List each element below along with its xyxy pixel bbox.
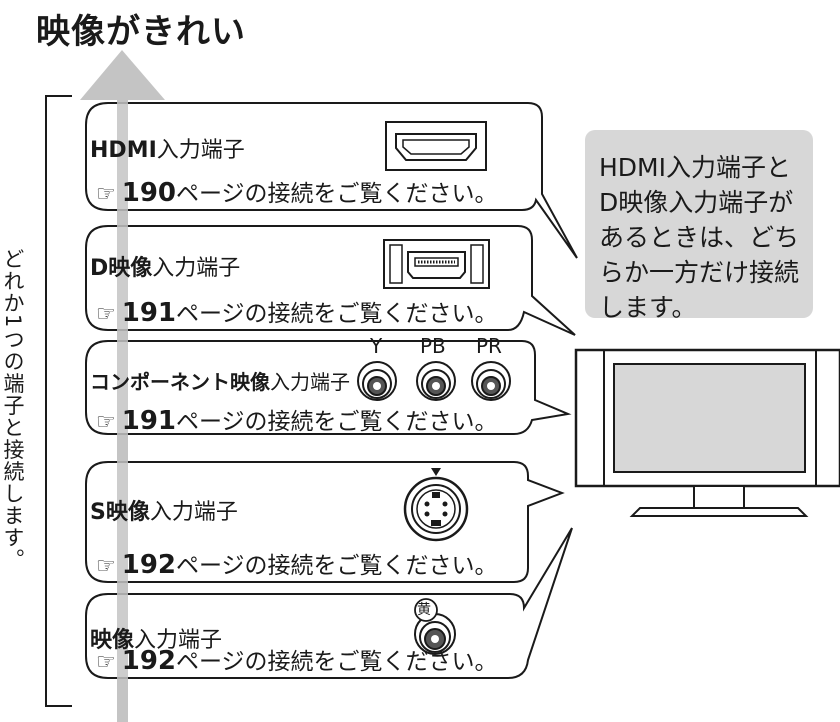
note-text: HDMI入力端子とD映像入力端子があるときは、どちらか一方だけ接続します。 <box>599 153 800 322</box>
ref-d-video: ☞191ページの接続をご覧ください。 <box>96 294 498 328</box>
terminal-name-component: コンポーネント映像入力端子 <box>90 366 350 395</box>
ref-page-number: 190 <box>121 178 177 208</box>
terminal-name-d-video: D映像入力端子 <box>90 250 240 282</box>
reference-hand-icon: ☞ <box>96 302 116 327</box>
s-video-port-icon <box>403 468 469 542</box>
ref-page-number: 191 <box>121 406 177 436</box>
ref-text: ページの接続をご覧ください。 <box>176 301 498 327</box>
terminal-name-rest: 入力端子 <box>134 628 223 653</box>
ref-text: ページの接続をご覧ください。 <box>176 649 498 675</box>
reference-hand-icon: ☞ <box>96 650 116 675</box>
left-bracket <box>45 95 72 707</box>
terminal-name-bold: 映像 <box>90 628 135 653</box>
component-label-pr: PR <box>476 334 502 358</box>
quality-arrow-shaft <box>117 100 128 722</box>
ref-page-number: 192 <box>121 646 177 676</box>
terminal-name-bold: HDMI <box>90 138 157 163</box>
reference-hand-icon: ☞ <box>96 182 116 207</box>
component-label-y: Y <box>370 334 383 358</box>
ref-page-number: 192 <box>121 550 177 580</box>
d-terminal-port-icon <box>383 239 490 289</box>
terminal-name-rest: 入力端子 <box>156 138 245 163</box>
component-label-pb: PB <box>420 334 446 358</box>
note-box: HDMI入力端子とD映像入力端子があるときは、どちらか一方だけ接続します。 <box>585 130 813 322</box>
ref-hdmi: ☞190ページの接続をご覧ください。 <box>96 174 498 208</box>
terminal-name-rest: 入力端子 <box>152 256 241 281</box>
composite-color-label: 黄 <box>417 602 431 618</box>
ref-component: ☞191ページの接続をご覧ください。 <box>96 402 498 436</box>
terminal-name-s-video: S映像入力端子 <box>90 494 238 526</box>
terminal-name-bold: S映像 <box>90 500 150 525</box>
terminal-name-bold: D映像 <box>90 256 153 281</box>
reference-hand-icon: ☞ <box>96 410 116 435</box>
terminal-name-composite: 映像入力端子 <box>90 622 222 654</box>
tv-icon <box>574 348 840 517</box>
terminal-name-bold: コンポーネント映像 <box>90 370 270 394</box>
ref-text: ページの接続をご覧ください。 <box>176 181 498 207</box>
vertical-label: どれか1つの端子と接続します。 <box>1 248 25 571</box>
terminal-name-rest: 入力端子 <box>270 370 350 394</box>
callout-component <box>85 340 572 435</box>
ref-text: ページの接続をご覧ください。 <box>176 553 498 579</box>
terminal-name-rest: 入力端子 <box>149 500 238 525</box>
ref-composite: ☞192ページの接続をご覧ください。 <box>96 642 498 676</box>
reference-hand-icon: ☞ <box>96 554 116 579</box>
ref-page-number: 191 <box>121 298 177 328</box>
page-title: 映像がきれい <box>36 12 246 52</box>
terminal-name-hdmi: HDMI入力端子 <box>90 132 245 164</box>
ref-s-video: ☞192ページの接続をご覧ください。 <box>96 546 498 580</box>
composite-rca-jack-icon <box>414 598 456 655</box>
ref-text: ページの接続をご覧ください。 <box>176 409 498 435</box>
hdmi-port-icon <box>385 121 487 171</box>
component-rca-jacks-icon <box>357 361 511 401</box>
